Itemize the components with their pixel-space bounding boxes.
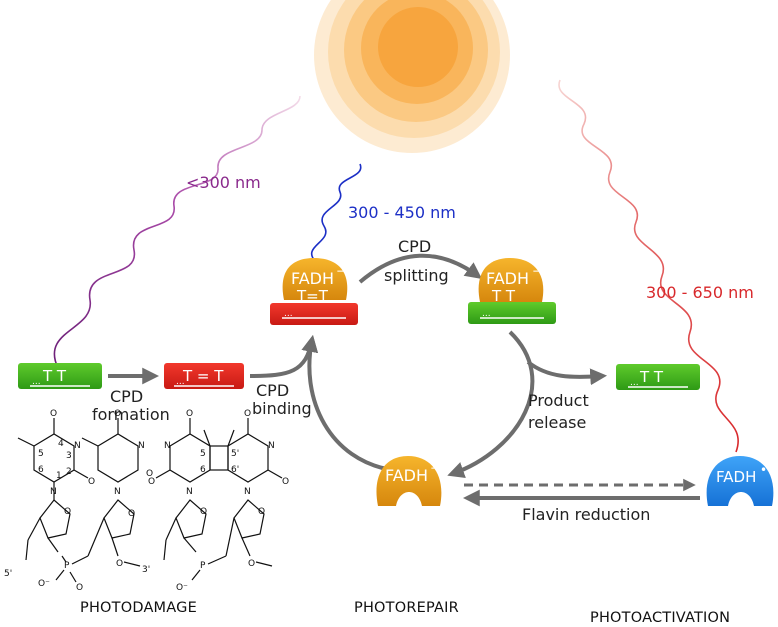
enzyme-radical: FADH • — [706, 456, 774, 506]
dna-intact-label: T T — [42, 367, 67, 385]
cpd-dimer-structure: O N N O 5 6 5' 6' O N N O O P O⁻ O O — [148, 409, 289, 593]
chem-pos-4: 4 — [58, 439, 64, 449]
chem-pos-6-dimer: 6 — [200, 465, 206, 475]
dna-bound-dots: ... — [284, 309, 293, 319]
chem-o-1: O — [50, 409, 57, 419]
chem-pos-5-dimer: 5 — [200, 449, 206, 459]
fadh-radical-dot: • — [760, 463, 767, 477]
chem-o-ring-3: O — [200, 507, 207, 517]
dna-intact: T T ... — [18, 363, 102, 389]
chem-p: P — [64, 561, 70, 571]
dna-released-dots: ... — [630, 378, 639, 388]
dna-bound-dimer-label: T=T — [296, 287, 329, 305]
chem-o-2: O — [88, 477, 95, 487]
fadh-radical-label: FADH — [716, 468, 756, 486]
enzyme-free-reduced: FADH − — [376, 456, 442, 506]
chem-pos-6p: 6' — [231, 465, 239, 475]
sun-icon — [314, 0, 510, 153]
dna-dimer-dots: ... — [176, 377, 185, 387]
section-photodamage: PHOTODAMAGE — [80, 600, 197, 616]
chem-o-11: O — [248, 559, 255, 569]
chem-pos-3: 3 — [66, 451, 72, 461]
chem-n-8: N — [244, 487, 251, 497]
product-release-label-2: release — [528, 413, 586, 432]
chem-o-ring-1: O — [64, 507, 71, 517]
uv-short-wave — [53, 95, 301, 369]
section-photorepair: PHOTOREPAIR — [354, 600, 459, 616]
cpd-binding-label-2: binding — [252, 399, 312, 418]
chem-n-6: N — [186, 487, 193, 497]
chem-p-2: P — [200, 561, 206, 571]
dna-split-dots: ... — [482, 309, 491, 319]
wavelength-uv-blue: 300 - 450 nm — [348, 203, 456, 222]
fadh-free-charge: − — [430, 461, 440, 475]
chem-n-3: N — [138, 441, 145, 451]
visible-red-wave — [558, 79, 739, 453]
chem-o-9: O — [244, 409, 251, 419]
cpd-splitting-label-2: splitting — [384, 266, 449, 285]
dna-dimer-label: T = T — [182, 367, 224, 385]
cycle-arrow-left — [301, 335, 393, 472]
flavin-reduction-label: Flavin reduction — [522, 505, 650, 524]
chem-pos-6: 6 — [38, 465, 44, 475]
fadh-split-label: FADH — [486, 269, 529, 288]
fadh-free-label: FADH — [385, 466, 428, 485]
dna-released: T T ... — [616, 364, 700, 390]
chem-o-5: O — [146, 469, 153, 479]
enzyme-dimer-complex: FADH − T=T ... — [270, 258, 358, 325]
fadh-split-charge: − — [532, 264, 542, 278]
chem-o-10: O — [282, 477, 289, 487]
section-photoactivation: PHOTOACTIVATION — [590, 610, 730, 626]
chem-o-8: O — [148, 477, 155, 487]
chem-pos-2: 2 — [66, 467, 72, 477]
enzyme-split-complex: FADH − T T ... — [468, 258, 556, 324]
chem-five-prime: 5' — [4, 569, 12, 579]
cpd-binding-label-1: CPD — [256, 381, 289, 400]
dna-split-label: T T — [491, 287, 516, 305]
cpd-formation-label-1: CPD — [110, 387, 143, 406]
cycle-arrow-right — [447, 330, 535, 478]
cpd-splitting-arrow — [358, 253, 483, 284]
chem-n-4: N — [114, 487, 121, 497]
chem-o-3: O — [76, 583, 83, 593]
dna-intact-dots: ... — [32, 377, 41, 387]
chem-o-6: O — [116, 559, 123, 569]
product-release-arrow — [526, 360, 608, 386]
chem-n-2: N — [50, 487, 57, 497]
chem-o-7: O — [186, 409, 193, 419]
cpd-binding-arrow — [249, 335, 319, 378]
chem-o-minus-2: O⁻ — [176, 583, 188, 593]
chem-pos-1: 1 — [56, 471, 62, 481]
chem-n-7: N — [268, 441, 275, 451]
fadh-complex-charge: − — [336, 264, 346, 278]
dna-released-label: T T — [639, 368, 664, 386]
chem-pos-5: 5 — [38, 449, 44, 459]
chem-o-ring-2: O — [128, 509, 135, 519]
chem-three-prime: 3' — [142, 565, 150, 575]
thymine-dinucleotide-structure: O O N N 4 3 2 1 5 6 O 5' P O⁻ O O O N N … — [4, 409, 153, 593]
chem-o-minus-1: O⁻ — [38, 579, 50, 589]
wavelength-visible: 300 - 650 nm — [646, 283, 754, 302]
chem-n-1: N — [74, 441, 81, 451]
dna-dimer: T = T ... — [164, 363, 244, 389]
chem-o-ring-4: O — [258, 507, 265, 517]
chem-pos-5p: 5' — [231, 449, 239, 459]
product-release-label-1: Product — [528, 391, 589, 410]
cpd-formation-label-2: formation — [92, 405, 170, 424]
wavelength-uv-short: <300 nm — [186, 173, 261, 192]
chem-o-4: O — [114, 409, 121, 419]
uv-blue-wave — [310, 163, 362, 263]
cpd-splitting-label-1: CPD — [398, 237, 431, 256]
fadh-complex-label: FADH — [291, 269, 334, 288]
chem-n-5: N — [164, 441, 171, 451]
